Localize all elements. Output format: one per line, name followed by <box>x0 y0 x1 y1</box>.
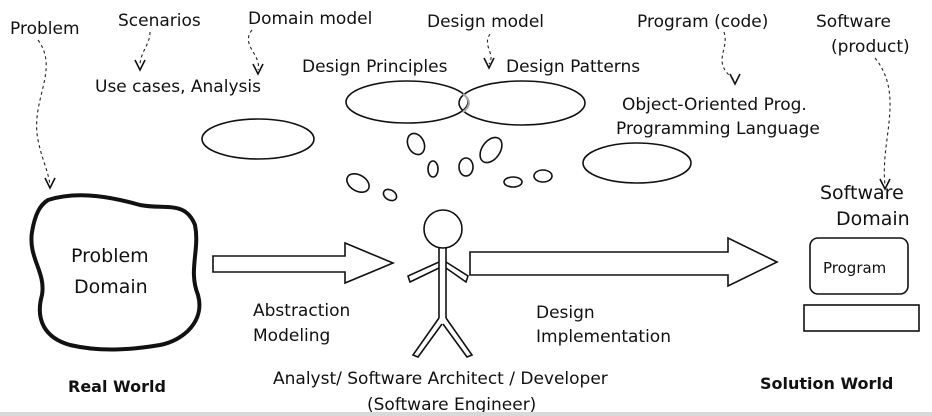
label-actor-line2: (Software Engineer) <box>367 395 536 415</box>
small-bubble-1 <box>346 173 370 193</box>
label-software-product-line2: (product) <box>831 37 910 57</box>
connector-domain-model-arrowhead <box>252 63 264 76</box>
label-use-cases: Use cases, Analysis <box>95 77 261 97</box>
label-domain-model: Domain model <box>248 9 372 29</box>
label-software-product-line1: Software <box>816 12 891 32</box>
small-bubble-5 <box>458 157 474 177</box>
label-actor-line1: Analyst/ Software Architect / Developer <box>273 369 608 389</box>
problem-domain-blob <box>29 193 202 352</box>
label-program: Program <box>823 259 886 277</box>
label-oop-line1: Object-Oriented Prog. <box>622 95 807 115</box>
connector-problem-arrowhead <box>44 177 56 190</box>
arrow-design-implementation <box>469 236 779 288</box>
thought-bubble-design-principles <box>345 80 469 124</box>
small-bubble-8 <box>533 169 553 183</box>
bottom-border <box>0 412 932 416</box>
thought-bubble-left <box>201 118 315 160</box>
arrow-abstraction <box>212 241 396 285</box>
label-abstraction: Abstraction <box>253 301 350 321</box>
label-design-model: Design model <box>427 12 544 32</box>
small-bubble-3 <box>406 132 426 156</box>
small-bubble-6 <box>479 136 503 164</box>
label-problem: Problem <box>10 19 80 39</box>
small-bubble-4 <box>427 160 439 178</box>
computer-keyboard <box>803 304 920 332</box>
problem-domain-label-line1: Problem <box>71 245 149 267</box>
label-oop-line2: Programming Language <box>616 119 820 139</box>
software-domain-label-line2: Domain <box>836 208 910 230</box>
small-bubble-2 <box>382 188 398 202</box>
connector-software-product <box>874 57 891 186</box>
label-solution-world: Solution World <box>760 374 893 393</box>
connector-software-product-arrowhead <box>879 178 891 191</box>
label-design-patterns: Design Patterns <box>506 57 640 77</box>
label-program-code: Program (code) <box>637 12 768 32</box>
actor-stick-figure <box>407 209 474 358</box>
computer-monitor <box>809 237 909 295</box>
connector-scenarios <box>139 31 151 67</box>
connector-program-code-arrowhead <box>729 73 741 86</box>
label-design: Design <box>536 303 595 323</box>
problem-domain-label-line2: Domain <box>74 276 148 298</box>
label-design-principles: Design Principles <box>302 57 448 77</box>
label-real-world: Real World <box>68 377 166 396</box>
connector-scenarios-arrowhead <box>134 59 146 72</box>
connector-problem <box>36 39 51 186</box>
label-modeling: Modeling <box>253 326 330 346</box>
small-bubble-7 <box>503 176 523 188</box>
connector-design-model-arrowhead <box>483 57 495 70</box>
bubble-overlap-highlight <box>462 93 470 113</box>
software-domain-label-line1: Software <box>820 182 904 204</box>
connector-design-model <box>486 33 492 65</box>
connector-program-code <box>721 31 736 81</box>
label-implementation: Implementation <box>536 327 671 347</box>
thought-bubble-design-patterns <box>458 80 586 126</box>
label-scenarios: Scenarios <box>118 11 201 31</box>
thought-bubble-right <box>582 142 692 184</box>
